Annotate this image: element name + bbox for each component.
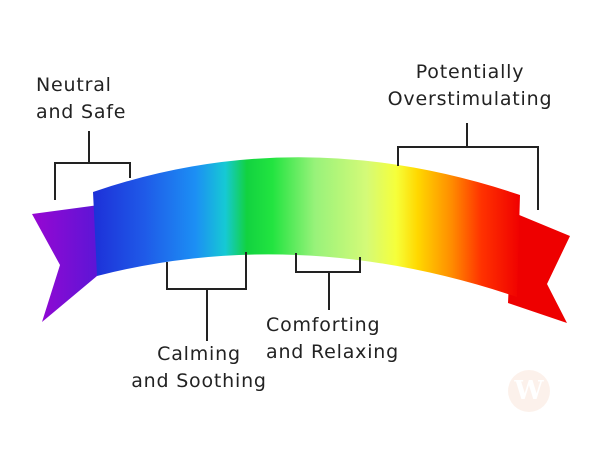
label-neutral-line-1: Neutral (36, 72, 126, 99)
label-neutral-and-safe: Neutral and Safe (36, 72, 126, 126)
spectrum-band (93, 157, 520, 297)
ribbon-left-tail (32, 205, 99, 322)
label-neutral-line-2: and Safe (36, 99, 126, 126)
label-comfort-line-2: and Relaxing (266, 339, 399, 366)
label-comforting-and-relaxing: Comforting and Relaxing (266, 312, 399, 366)
label-calm-line-2: and Soothing (124, 368, 274, 395)
bracket-comforting (296, 253, 360, 310)
label-comfort-line-1: Comforting (266, 312, 399, 339)
label-calming-and-soothing: Calming and Soothing (124, 341, 274, 395)
bracket-calming (167, 252, 246, 341)
label-calm-line-1: Calming (124, 341, 274, 368)
label-over-line-1: Potentially (370, 59, 570, 86)
label-potentially-overstimulating: Potentially Overstimulating (370, 59, 570, 113)
label-over-line-2: Overstimulating (370, 86, 570, 113)
watermark-logo: W (508, 370, 550, 412)
